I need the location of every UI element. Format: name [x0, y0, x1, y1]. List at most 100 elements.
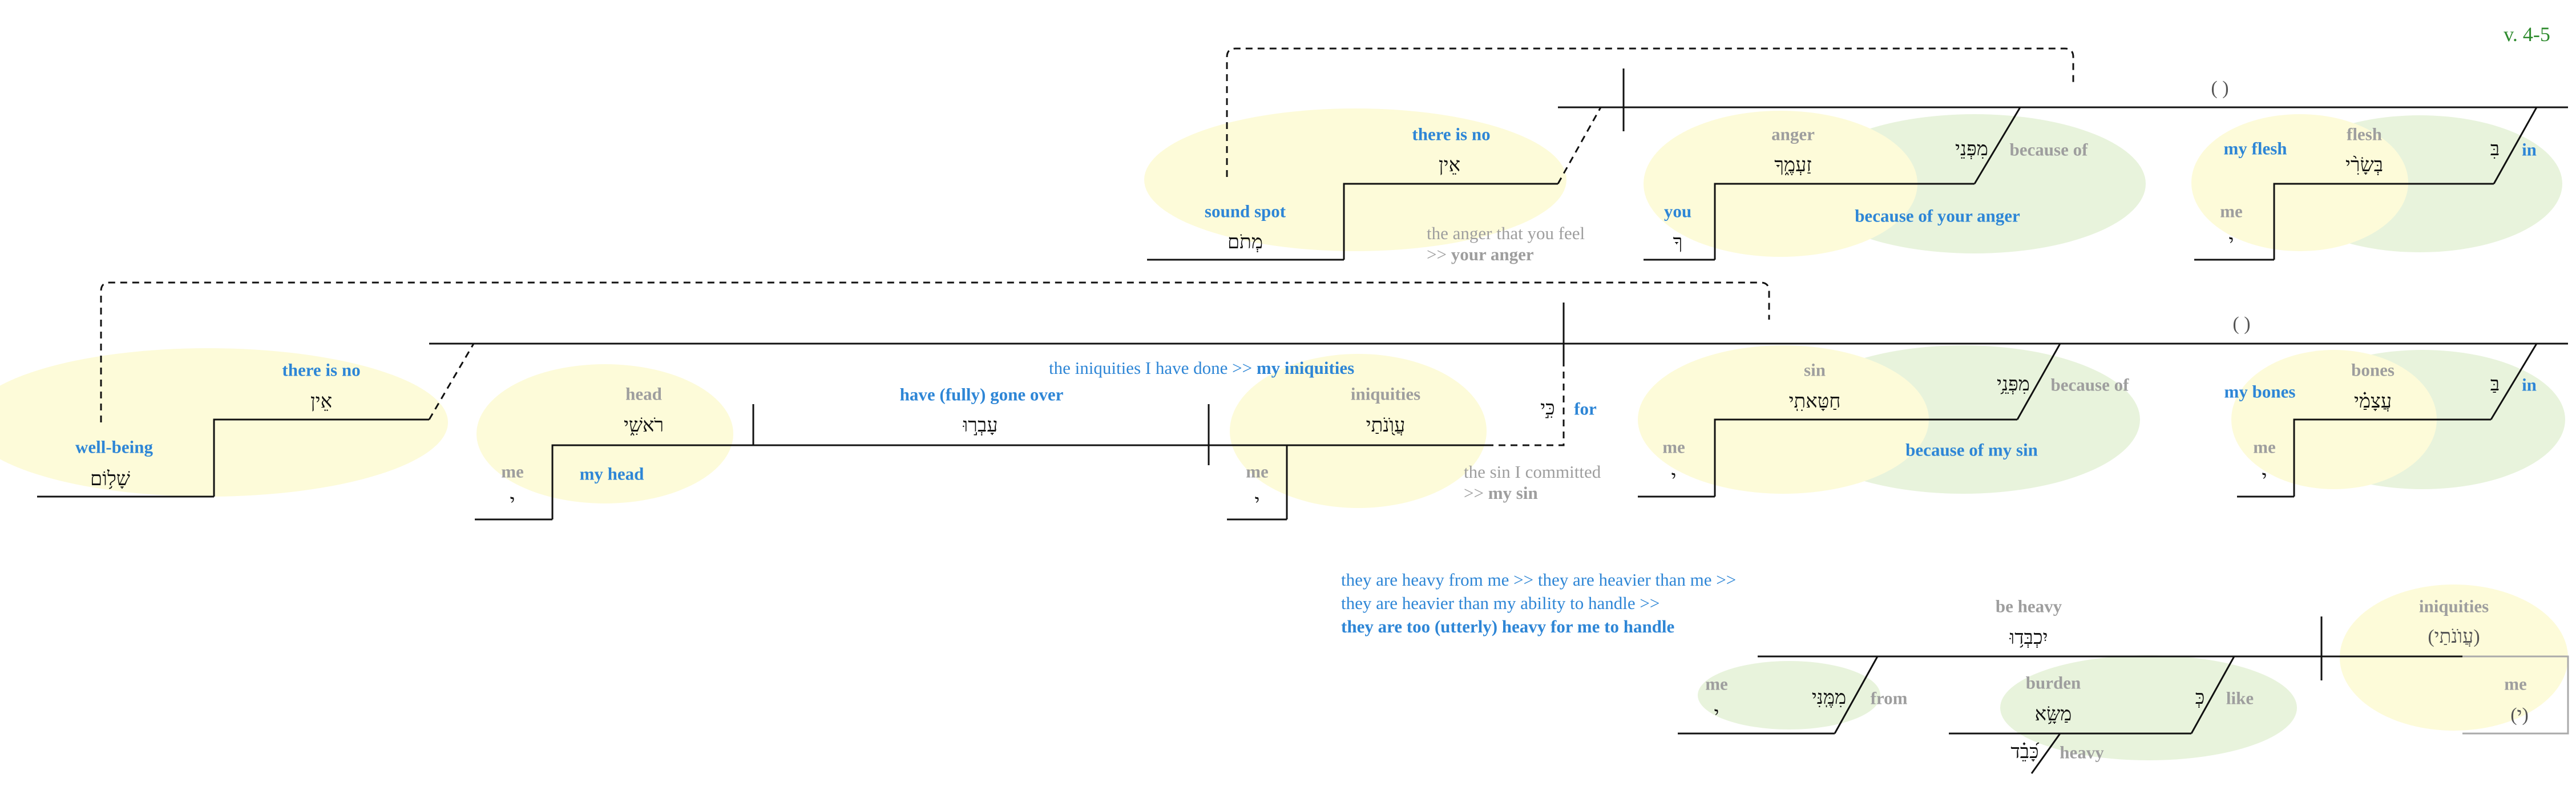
l3-heb-mimmeni: מִמֶּֽנִּי	[1811, 687, 1847, 708]
l3-gloss-like: like	[2226, 688, 2254, 708]
l2-step	[213, 418, 429, 497]
l1-note-b-bold: your anger	[1451, 244, 1534, 265]
l2-heb-suffix-i-bones: י	[2262, 467, 2267, 489]
implied-subject-box	[2462, 655, 2569, 735]
l2-be-slant	[2490, 343, 2538, 420]
l3-note: they are heavy from me >> they are heavi…	[1341, 568, 1736, 639]
l2-gloss-head: head	[625, 384, 662, 404]
l1-heb-suffix-kha: ךָ	[1673, 232, 1683, 253]
l1-heb-ein: אֵין	[1439, 155, 1460, 176]
l2-gloss-for: for	[1574, 398, 1597, 419]
l2-heb-suffix-i-head: י	[510, 491, 515, 513]
l1-note-line-b: >> your anger	[1427, 244, 1585, 265]
l1-gloss-my-flesh: my flesh	[2223, 138, 2287, 159]
verse-reference: v. 4-5	[2504, 23, 2550, 46]
l1-be-step	[2273, 183, 2494, 260]
l1-note-b-prefix: >>	[1427, 244, 1451, 265]
l1-heb-matom: מְתֹם	[1227, 232, 1263, 253]
l2-heb-rosh: רֹאשִׁ֑י	[623, 415, 664, 436]
l3-gloss-burden: burden	[2025, 672, 2081, 693]
l1-gloss-me: me	[2220, 201, 2243, 221]
l2-sin-note-b-bold: my sin	[1488, 483, 1538, 503]
l3-gloss-iniquities: iniquities	[2418, 596, 2489, 616]
l1-be-slant	[2493, 107, 2538, 184]
l2-sin-note-b: >> my sin	[1464, 482, 1601, 503]
l1-note-line-a: the anger that you feel	[1427, 223, 1585, 243]
l3-ke-slant	[2190, 656, 2235, 734]
l2-sin-note-a: the sin I committed	[1464, 462, 1601, 482]
l3-gloss-me: me	[2504, 674, 2527, 694]
l2-gloss-me-sin: me	[1662, 437, 1685, 457]
l2-heb-chatat: חַטָּאתִֽי	[1788, 391, 1841, 412]
l1-gloss-because-of: because of	[2009, 139, 2088, 160]
l2-dash-slant	[428, 343, 475, 420]
l1-step	[1343, 183, 1558, 260]
l3-gloss-heavy: heavy	[2060, 742, 2104, 763]
l3-heb-avonotai-paren: (עֲוֺנֹתַי)	[2428, 626, 2480, 647]
l1-gloss-in: in	[2522, 139, 2537, 160]
subject-bubbles	[0, 108, 2568, 731]
diagram-strokes	[37, 68, 2568, 774]
l2-head-step	[551, 444, 753, 519]
l2-gloss-because-of-my-sin: because of my sin	[1905, 440, 2038, 460]
l2-gloss-my-head: my head	[579, 463, 644, 484]
l3-mimmeni-slant	[1834, 656, 1879, 734]
l2-gloss-because-of: because of	[2050, 374, 2129, 395]
l2-be-step	[2293, 418, 2491, 497]
l2-heb-avru: עָבְר֣וּ	[963, 415, 998, 436]
dashed-connectors	[100, 47, 2074, 446]
l3-heb-ke: כְּ	[2195, 687, 2205, 708]
l2-gloss-me-head: me	[501, 461, 524, 482]
l3-gloss-from: from	[1870, 688, 1908, 708]
l3-note-line-2: they are heavier than my ability to hand…	[1341, 593, 1660, 614]
bubble-ein-shalom	[0, 348, 448, 497]
l2-heb-ki: כִּ֣י	[1540, 398, 1555, 419]
l1-gloss-anger: anger	[1771, 124, 1815, 144]
l2-iniq-step	[1286, 444, 1330, 519]
l1-mipnei-step	[1714, 183, 1975, 260]
l1-gloss-there-is-no: there is no	[1412, 124, 1491, 144]
l1-heb-zaam: זַעְמֶ֑ךָ	[1774, 155, 1812, 176]
l2-iniq-note-plain: the iniquities I have done >>	[1049, 358, 1257, 378]
l2-sin-note: the sin I committed >> my sin	[1464, 461, 1601, 503]
l1-mipnei-slant	[1973, 107, 2021, 184]
l2-gloss-my-bones: my bones	[2224, 381, 2296, 402]
l2-heb-avonotai: עֲוֺ֭נֹתַי	[1366, 415, 1406, 436]
l1-heb-mipnei: מִפְּנֵי	[1955, 139, 1988, 160]
l3-note-line-3: they are too (utterly) heavy for me to h…	[1341, 616, 1675, 637]
l3-kaved-slant	[2030, 733, 2061, 774]
l2-sin-note-b-prefix: >>	[1464, 483, 1488, 503]
l2-gloss-me-iniq: me	[1246, 461, 1269, 482]
l2-heb-mipnei: מִפְּנֵ֥י	[1997, 374, 2030, 395]
l2-gloss-sin: sin	[1804, 360, 1826, 380]
l3-gloss-be-heavy: be heavy	[1995, 596, 2062, 616]
bubble-avonotai	[1230, 354, 1487, 508]
l1-gloss-sound-spot: sound spot	[1204, 201, 1286, 221]
l2-gloss-iniquities: iniquities	[1350, 384, 1421, 404]
l2-heb-atsamai: עֲצָמַ֗י	[2353, 391, 2392, 412]
l2-gloss-well-being: well-being	[75, 437, 154, 457]
bubble-mimmeni	[1698, 661, 1880, 729]
l3-note-line-1: they are heavy from me >> they are heavi…	[1341, 570, 1737, 590]
l2-gloss-in: in	[2522, 374, 2537, 395]
l2-gloss-bones: bones	[2351, 360, 2395, 380]
l1-gloss-you: you	[1664, 201, 1692, 221]
l1-gloss-because-of-your-anger: because of your anger	[1855, 205, 2020, 226]
bubble-roshi	[477, 364, 733, 503]
l3-heb-massa: מַשָּׂ֥א	[2034, 704, 2072, 725]
l2-gloss-have-gone-over: have (fully) gone over	[899, 384, 1064, 405]
l2-heb-be: בַּ	[2490, 374, 2500, 395]
l2-dash-ki	[1487, 344, 1565, 446]
l2-gloss-there-is-no: there is no	[282, 360, 361, 380]
l1-note-anger: the anger that you feel >> your anger	[1427, 223, 1585, 265]
l3-gloss-me-from: me	[1705, 674, 1728, 694]
l2-mipnei-slant	[2016, 343, 2061, 420]
l2-heb-ein: אֵין	[310, 391, 332, 412]
bubble-avonotai-paren	[2340, 585, 2568, 731]
l3-heb-suffix-paren: (י)	[2510, 704, 2529, 725]
l1-heb-suffix-i: י	[2228, 232, 2234, 253]
l2-heb-suffix-i-sin: י	[1671, 467, 1677, 489]
l3-heb-yikhbedu: יִכְבְּד֥וּ	[2009, 627, 2048, 648]
